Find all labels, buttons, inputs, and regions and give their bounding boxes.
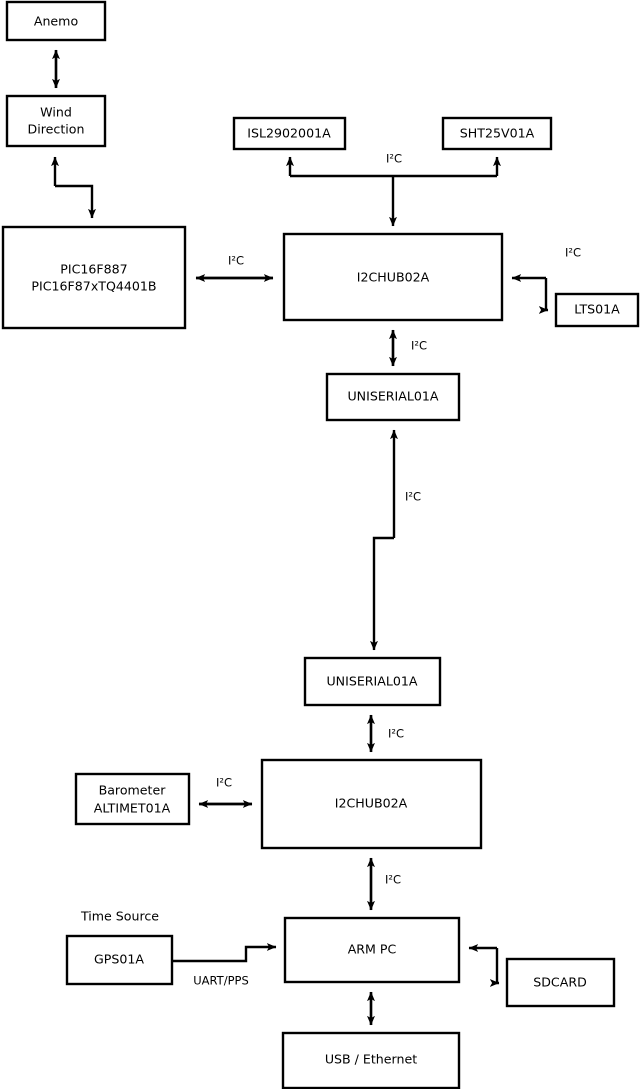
box-lts01a[interactable]: LTS01A [554, 292, 640, 328]
box-barometer[interactable]: Barometer ALTIMET01A [74, 772, 191, 826]
box-i2chub02a-bottom[interactable]: I2CHUB02A [260, 758, 483, 850]
box-gps01a[interactable]: GPS01A [65, 934, 174, 986]
bus-label-i2c-pic-hub: I²C [228, 254, 244, 268]
box-uniserial01a-top[interactable]: UNISERIAL01A [325, 372, 461, 422]
box-label-pic-line2: PIC16F87xTQ4401B [31, 279, 156, 294]
box-label-i2chub02a-top: I2CHUB02A [357, 270, 430, 285]
box-label-sht25v01a: SHT25V01A [460, 126, 535, 141]
box-label-lts01a: LTS01A [574, 302, 620, 317]
box-i2chub02a-top[interactable]: I2CHUB02A [282, 232, 504, 322]
box-label-barometer-line1: Barometer [99, 783, 167, 798]
bus-label-i2c-sensors: I²C [386, 152, 402, 166]
box-pic-microcontroller[interactable]: PIC16F887 PIC16F87xTQ4401B [1, 225, 187, 330]
box-wind-direction[interactable]: Wind Direction [5, 94, 107, 148]
box-label-isl2902001a: ISL2902001A [247, 126, 331, 141]
box-sdcard[interactable]: SDCARD [505, 957, 616, 1008]
box-isl2902001a[interactable]: ISL2902001A [232, 116, 347, 151]
bus-label-i2c-uniserial-link: I²C [405, 490, 421, 504]
connector-pic-to-wind-direction-down [55, 184, 96, 219]
box-label-gps01a: GPS01A [94, 952, 144, 967]
connector-hub-to-lts [538, 278, 549, 315]
box-anemo[interactable]: Anemo [5, 0, 107, 42]
bus-label-uart-pps: UART/PPS [193, 974, 249, 988]
box-label-wind-direction-line2: Direction [28, 122, 85, 137]
box-usb-ethernet[interactable]: USB / Ethernet [281, 1031, 461, 1089]
box-uniserial01a-bottom[interactable]: UNISERIAL01A [303, 656, 442, 707]
box-label-usb-ethernet: USB / Ethernet [325, 1052, 417, 1067]
bus-label-i2c-hub-arm: I²C [385, 873, 401, 887]
box-label-anemo: Anemo [34, 14, 79, 29]
connector-arm-to-sdcard [489, 948, 500, 988]
bus-label-i2c-hub-uniserial: I²C [411, 339, 427, 353]
box-arm-pc[interactable]: ARM PC [283, 916, 461, 984]
bus-label-i2c-lts: I²C [565, 246, 581, 260]
box-label-arm-pc: ARM PC [348, 942, 397, 957]
connector-gps-to-arm [172, 943, 277, 963]
label-time-source: Time Source [80, 909, 159, 924]
box-label-sdcard: SDCARD [533, 975, 587, 990]
box-label-uniserial01a-bottom: UNISERIAL01A [326, 674, 417, 689]
box-label-wind-direction-line1: Wind [40, 105, 72, 120]
bus-label-i2c-barometer-hub: I²C [216, 776, 232, 790]
connector-uniserial-link-down [369, 536, 394, 651]
bus-label-i2c-uniserial-hub: I²C [388, 727, 404, 741]
box-label-pic-line1: PIC16F887 [60, 262, 127, 277]
box-sht25v01a[interactable]: SHT25V01A [441, 116, 553, 151]
box-label-barometer-line2: ALTIMET01A [94, 801, 171, 816]
box-label-i2chub02a-bottom: I2CHUB02A [335, 796, 408, 811]
box-label-uniserial01a-top: UNISERIAL01A [347, 389, 438, 404]
